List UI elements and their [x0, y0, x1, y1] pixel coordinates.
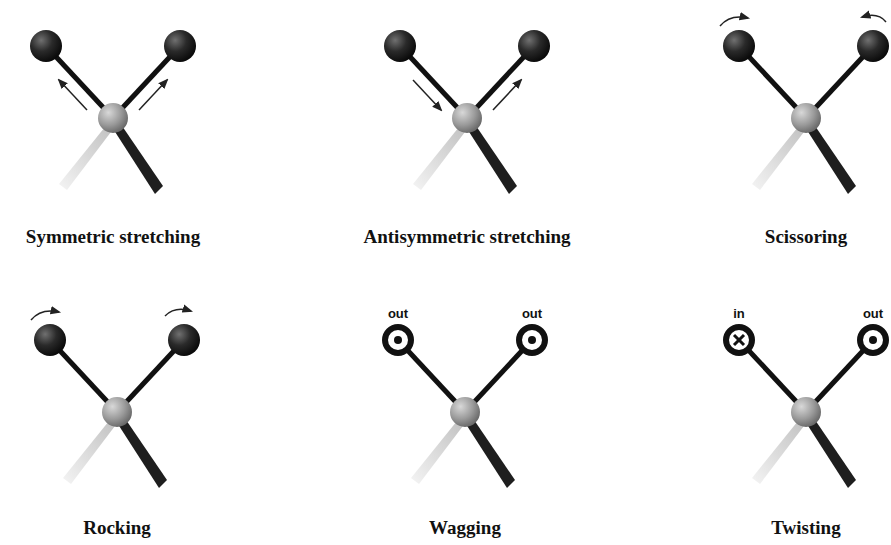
molecule [384, 30, 550, 194]
direction-label: out [863, 306, 883, 321]
molecule [31, 309, 200, 488]
direction-label: out [388, 306, 408, 321]
molecule [385, 327, 545, 488]
mode-caption: Twisting [771, 517, 840, 539]
mode-caption: Rocking [83, 517, 151, 539]
molecule [726, 327, 886, 488]
molecule [30, 30, 196, 194]
direction-label: in [733, 306, 745, 321]
mode-caption: Scissoring [765, 226, 847, 248]
mode-caption: Symmetric stretching [26, 226, 200, 248]
mode-caption: Wagging [429, 517, 501, 539]
mode-caption: Antisymmetric stretching [363, 226, 570, 248]
molecule [720, 15, 889, 194]
direction-label: out [522, 306, 542, 321]
